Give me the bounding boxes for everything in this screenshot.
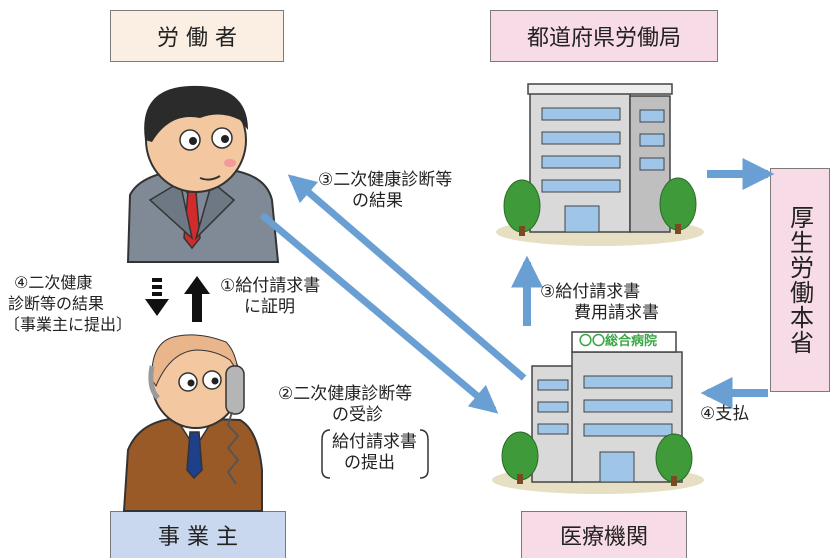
step4-pay-label: ④支払 — [700, 404, 750, 424]
hospital-label: 医療機関 — [559, 525, 648, 550]
arrow-hospital-to-worker — [287, 174, 527, 381]
ministry-label: 厚生労働本省 — [785, 205, 814, 355]
arrow-employer-to-worker — [184, 276, 210, 322]
step2-label: ②二次健康診断等 の受診 — [278, 384, 413, 425]
hospital-sign: 〇〇総合病院 — [579, 334, 658, 349]
hospital-building — [492, 331, 704, 494]
hospital-box: 医療機関 — [521, 511, 687, 558]
step3-claim-label: ③給付請求書 費用請求書 — [540, 282, 659, 323]
left-bracket — [321, 429, 331, 479]
worker-label: 労 働 者 — [157, 26, 237, 51]
step1-label: ①給付請求書 に証明 — [220, 276, 321, 317]
worker-illustration — [126, 85, 280, 263]
employer-label: 事 業 主 — [158, 525, 238, 550]
arrow-employer-to-hospital — [259, 212, 499, 414]
bureau-label: 都道府県労働局 — [526, 26, 681, 51]
right-bracket — [419, 429, 429, 479]
arrow-worker-to-employer-dashed — [145, 278, 169, 316]
step2-bracket-label: 給付請求書 の提出 — [332, 432, 417, 473]
bureau-building — [496, 83, 704, 246]
employer-box: 事 業 主 — [110, 511, 286, 558]
ministry-box: 厚生労働本省 — [770, 168, 830, 392]
step4-result-label: ④二次健康 診断等の結果 〔事業主に提出〕 — [4, 273, 133, 334]
employer-illustration — [122, 334, 263, 512]
bureau-box: 都道府県労働局 — [490, 10, 718, 62]
worker-box: 労 働 者 — [110, 10, 284, 62]
step3-result-label: ③二次健康診断等 の結果 — [318, 170, 453, 211]
